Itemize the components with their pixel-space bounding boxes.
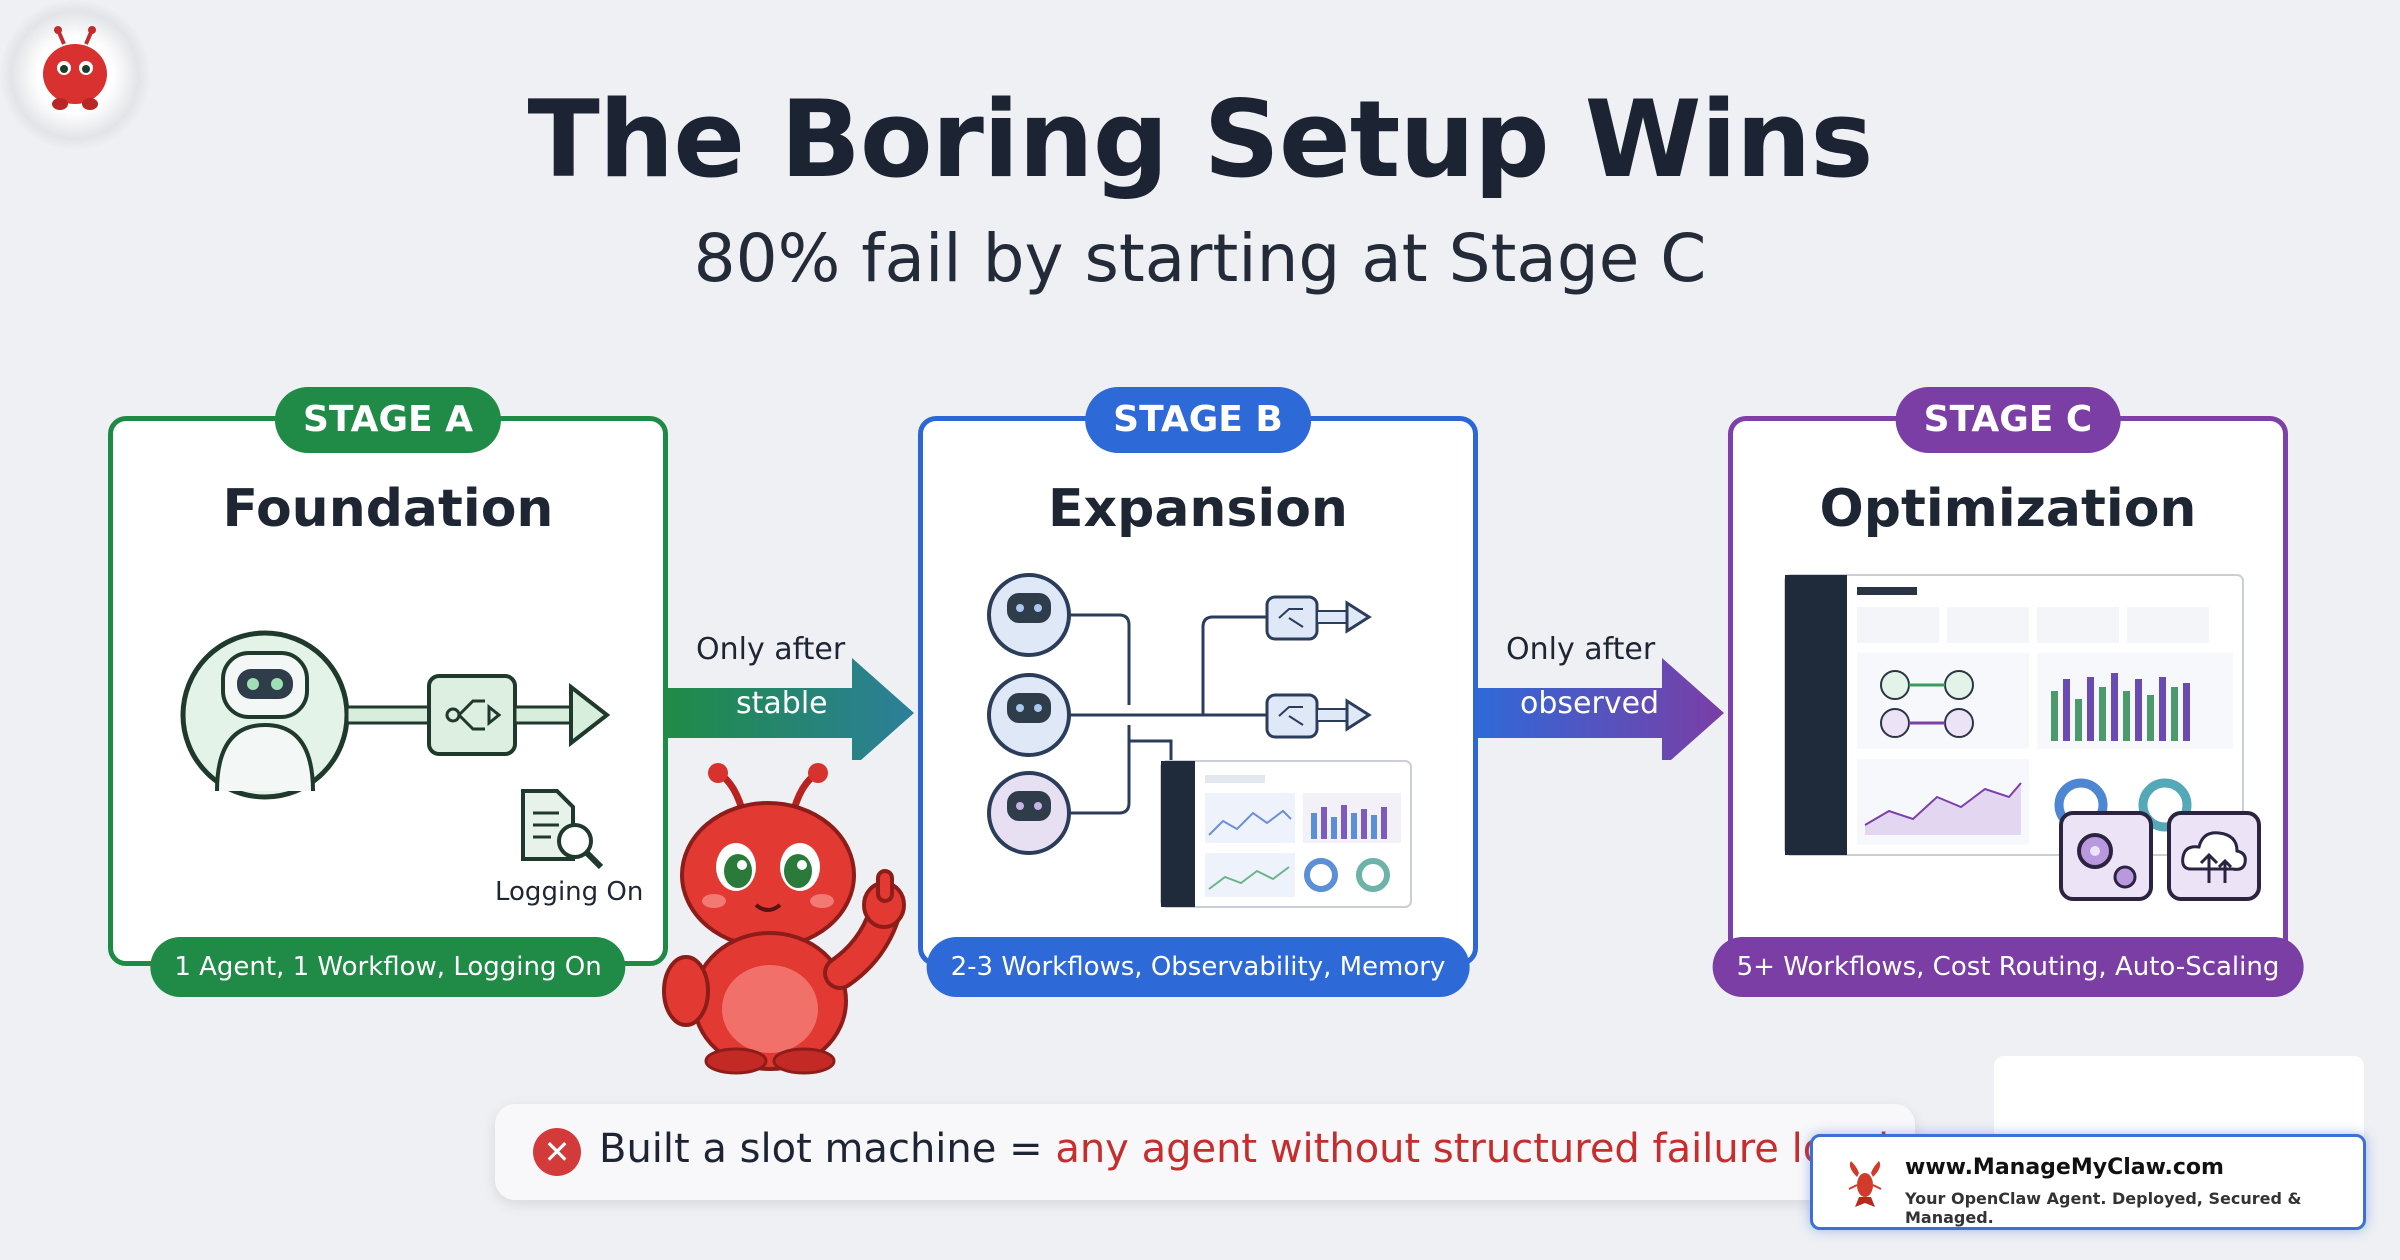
watermark-card[interactable]: www.ManageMyClaw.com Your OpenClaw Agent… <box>1810 1134 2366 1230</box>
robot-icon <box>987 771 1071 855</box>
watermark-url[interactable]: www.ManageMyClaw.com <box>1905 1155 2224 1180</box>
page-subtitle: 80% fail by starting at Stage C <box>693 220 1707 297</box>
robot-icon <box>180 630 350 800</box>
log-search-icon <box>521 789 604 870</box>
stage-a-badge: STAGE A <box>274 387 502 453</box>
connector-b-label-line2: observed <box>1520 686 1660 721</box>
stage-b-title: Expansion <box>1048 479 1348 539</box>
stage-a-title: Foundation <box>222 479 554 539</box>
warning-bar: ✕ Built a slot machine = any agent witho… <box>495 1104 1915 1200</box>
stage-c-summary: 5+ Workflows, Cost Routing, Auto-Scaling <box>1712 937 2304 997</box>
x-circle-icon: ✕ <box>533 1128 581 1176</box>
arrow-icon <box>668 658 914 768</box>
connector-b-label-line1: Only after <box>1506 632 1656 667</box>
bug-logo-icon <box>43 26 107 110</box>
stage-a-card: STAGE A Foundation Logging On 1 <box>108 387 668 997</box>
workflow-icon <box>1265 595 1319 641</box>
red-bug-mascot-icon <box>662 763 906 1075</box>
stage-a-summary: 1 Agent, 1 Workflow, Logging On <box>150 937 626 997</box>
watermark-tagline: Your OpenClaw Agent. Deployed, Secured &… <box>1905 1189 2302 1227</box>
stage-b-card: STAGE B Expansion <box>918 387 1478 997</box>
warning-highlight: any agent without structured failure log… <box>1055 1126 1890 1172</box>
warning-prefix: Built a slot machine = <box>599 1126 1056 1172</box>
stage-c-title: Optimization <box>1819 479 2197 539</box>
stage-b-summary: 2-3 Workflows, Observability, Memory <box>926 937 1470 997</box>
brand-logo <box>0 0 150 150</box>
arrow-icon <box>1478 658 1724 768</box>
lobster-icon <box>1848 1161 1882 1207</box>
logging-on-label: Logging On <box>495 877 644 907</box>
workflow-icon <box>1265 693 1319 739</box>
stage-c-card: STAGE C Optimization <box>1712 387 2304 997</box>
stage-b-badge: STAGE B <box>1085 387 1311 453</box>
dashboard-icon <box>1784 574 2244 856</box>
page-title: The Boring Setup Wins <box>527 78 1874 201</box>
stage-c-badge: STAGE C <box>1895 387 2121 453</box>
dashboard-icon <box>1160 760 1412 908</box>
connector-b-to-c: Only after observed <box>1478 620 1728 768</box>
workflow-icon <box>427 674 517 756</box>
connector-a-to-b: Only after stable <box>668 620 918 768</box>
robot-icon <box>987 573 1071 657</box>
cloud-upload-icon <box>2167 811 2261 901</box>
gear-icon <box>2059 811 2153 901</box>
robot-icon <box>987 673 1071 757</box>
connector-a-label-line2: stable <box>736 686 828 721</box>
connector-a-label-line1: Only after <box>696 632 846 667</box>
warning-text: Built a slot machine = any agent without… <box>599 1126 1889 1172</box>
